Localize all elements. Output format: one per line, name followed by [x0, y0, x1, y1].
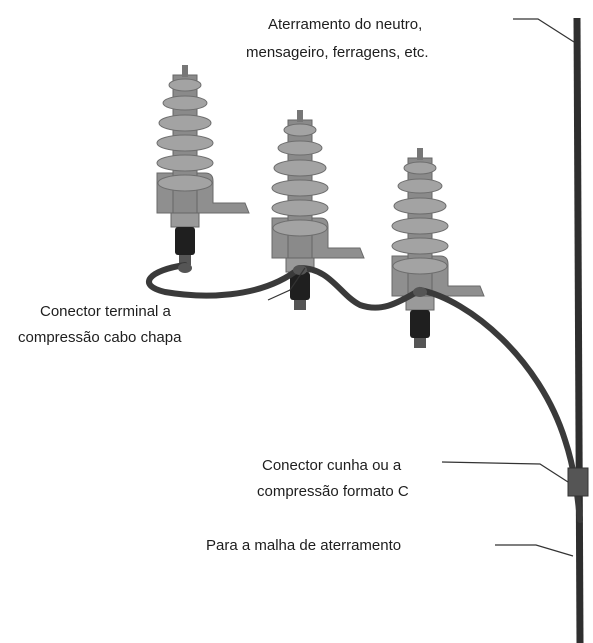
leader-ground-mesh: [495, 544, 574, 557]
label-terminal-connector-2: compressão cabo chapa: [18, 329, 182, 346]
label-ground-mesh: Para a malha de aterramento: [206, 537, 401, 554]
wedge-connector: [567, 467, 589, 497]
grounding-cable: [146, 262, 583, 523]
surge-arrester-left: [156, 64, 250, 266]
label-terminal-connector-1: Conector terminal a: [40, 303, 172, 320]
label-neutral-grounding-2: mensageiro, ferragens, etc.: [246, 44, 429, 61]
label-neutral-grounding-1: Aterramento do neutro,: [268, 16, 422, 33]
terminal-connector-right: [413, 287, 427, 297]
terminal-connector-left: [178, 263, 192, 273]
terminal-connector-middle: [293, 265, 307, 275]
label-wedge-connector-1: Conector cunha ou a: [262, 457, 402, 474]
pole: [573, 17, 584, 643]
leader-neutral-grounding: [513, 18, 575, 43]
leader-wedge-connector: [441, 461, 569, 483]
label-wedge-connector-2: compressão formato C: [257, 483, 409, 500]
surge-arrester-right: [391, 147, 485, 349]
leader-terminal-connector: [267, 267, 306, 301]
